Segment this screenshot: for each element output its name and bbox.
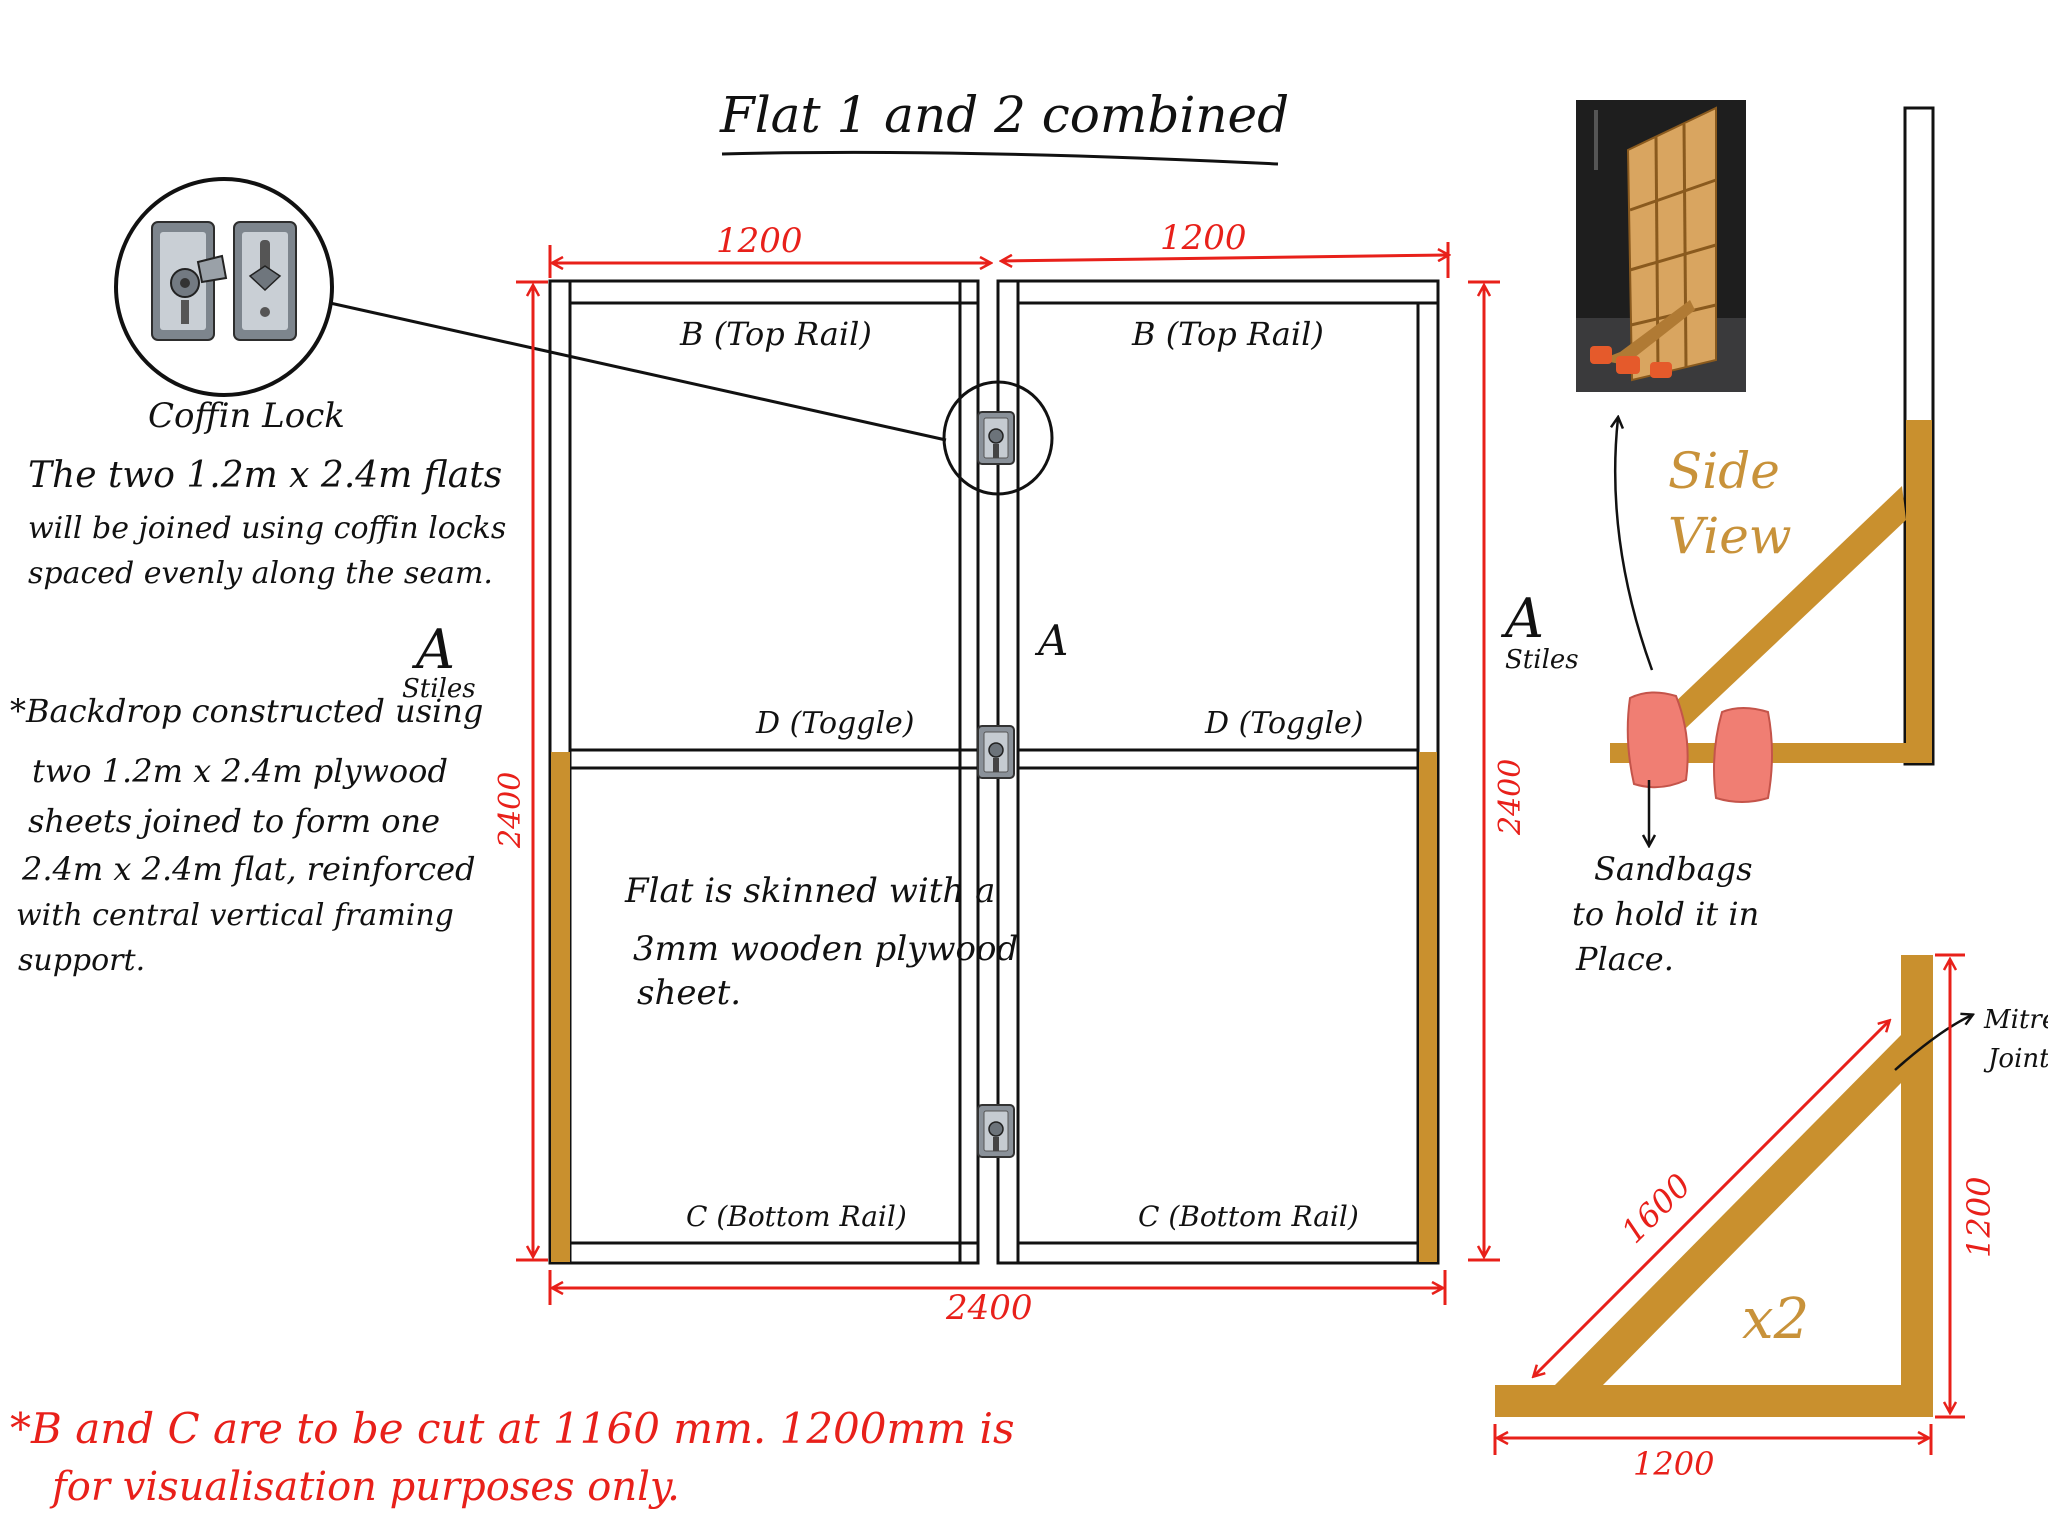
photo-sandbag-1 — [1590, 346, 1612, 364]
brace-quantity: x2 — [1742, 1287, 1809, 1352]
skin-note-line-3: sheet. — [637, 973, 741, 1013]
mitre-label-line-1: Mitre — [1983, 1005, 2048, 1035]
front-dimensions: 1200 1200 2400 2400 2400 — [493, 218, 1528, 1328]
brace-base — [1495, 1385, 1933, 1417]
sandbag-note-line-3: Place. — [1575, 940, 1674, 978]
cut-note-line-1: *B and C are to be cut at 1160 mm. 1200m… — [10, 1404, 1015, 1453]
skin-note-line-1: Flat is skinned with a — [624, 871, 995, 911]
lock-highlight-circle — [942, 380, 1054, 496]
left-stile-timber — [551, 752, 570, 1262]
right-flat — [996, 279, 1440, 1265]
left-stile-word: Stiles — [402, 674, 476, 704]
brace-diagonal — [1554, 1034, 1902, 1386]
join-note-line-3: spaced evenly along the seam. — [28, 556, 493, 591]
cut-note: *B and C are to be cut at 1160 mm. 1200m… — [10, 1404, 1015, 1510]
join-note: The two 1.2m x 2.4m flats will be joined… — [28, 455, 506, 591]
title-underline — [721, 150, 1279, 166]
backdrop-note-line-1: *Backdrop constructed using — [10, 692, 483, 730]
lock-leader-line — [329, 301, 947, 442]
dim-left-value: 2400 — [493, 772, 528, 849]
coffin-lock-icon — [151, 221, 297, 341]
page-title: Flat 1 and 2 combined — [719, 86, 1289, 144]
dim-top-right-line — [1002, 255, 1448, 261]
sandbag-note-line-2: to hold it in — [1572, 895, 1759, 933]
photo-arrow — [1615, 418, 1654, 671]
left-stile-letter: A — [411, 618, 455, 681]
side-view-diagonal — [1630, 486, 1906, 745]
side-view-label-line-2: View — [1668, 507, 1792, 565]
sandbag-1 — [1626, 691, 1689, 789]
backdrop-note-line-6: support. — [18, 943, 145, 978]
dim-top-right-value: 1200 — [1160, 218, 1247, 258]
photo-flat — [1626, 106, 1717, 382]
toggle-left-label: D (Toggle) — [755, 706, 915, 741]
left-flat — [548, 279, 980, 1265]
front-view: B (Top Rail) B (Top Rail) D (Toggle) D (… — [329, 279, 1440, 1265]
photo-brace — [1600, 300, 1695, 365]
toggle-right-label: D (Toggle) — [1204, 706, 1364, 741]
backdrop-note-line-4: 2.4m x 2.4m flat, reinforced — [21, 850, 475, 888]
coffin-lock-circle — [114, 177, 334, 397]
join-note-line-2: will be joined using coffin locks — [28, 511, 506, 546]
mitre-pointer — [1894, 1015, 1972, 1071]
backdrop-note-line-3: sheets joined to form one — [28, 802, 440, 840]
coffin-lock-detail: Coffin Lock — [114, 177, 345, 436]
cut-note-line-2: for visualisation purposes only. — [49, 1464, 680, 1510]
backdrop-note: *Backdrop constructed using two 1.2m x 2… — [10, 692, 483, 978]
sandbag-note-line-1: Sandbags — [1594, 850, 1753, 888]
photo-sandbag-3 — [1650, 362, 1672, 378]
bottom-rail-left-label: C (Bottom Rail) — [686, 1200, 907, 1233]
right-flat-outer — [996, 279, 1440, 1265]
photo-light-left — [1594, 110, 1598, 170]
photo-sandbag-2 — [1616, 356, 1640, 374]
bottom-rail-right-label: C (Bottom Rail) — [1138, 1200, 1359, 1233]
brace-dim-vertical-value: 1200 — [1960, 1177, 1998, 1258]
seam-lock-middle — [977, 725, 1015, 779]
right-stile-letter: A — [1500, 587, 1544, 650]
seam-lock-bottom — [977, 1104, 1015, 1158]
dim-top-left-value: 1200 — [716, 221, 803, 261]
top-rail-left-label: B (Top Rail) — [679, 315, 872, 353]
side-view-flat-timber — [1906, 420, 1932, 763]
sandbag-2 — [1713, 707, 1773, 803]
dim-bottom-value: 2400 — [945, 1288, 1033, 1328]
left-flat-outer — [548, 279, 980, 1265]
brace-dim-diagonal-line — [1534, 1021, 1889, 1376]
mitre-label-line-2: Joint — [1983, 1044, 2048, 1074]
backdrop-note-line-2: two 1.2m x 2.4m plywood — [32, 752, 448, 790]
brace-vertical — [1901, 955, 1933, 1417]
backdrop-photo — [1576, 100, 1746, 392]
brace-dim-diagonal-value: 1600 — [1614, 1166, 1698, 1250]
coffin-lock-label: Coffin Lock — [148, 396, 345, 436]
top-rail-right-label: B (Top Rail) — [1131, 315, 1324, 353]
backdrop-note-line-5: with central vertical framing — [16, 898, 454, 933]
seam-lock-top — [977, 411, 1015, 465]
side-view-label-line-1: Side — [1668, 442, 1780, 500]
right-stile-timber — [1419, 752, 1437, 1262]
join-note-line-1: The two 1.2m x 2.4m flats — [28, 455, 502, 496]
brace-dim-horizontal-value: 1200 — [1633, 1445, 1714, 1483]
dim-right-value: 2400 — [1493, 759, 1528, 836]
side-view: Side View Sandbags to hold it in Place. — [1572, 106, 1935, 978]
skin-note-line-2: 3mm wooden plywood — [633, 929, 1018, 969]
center-stile-label: A — [1034, 616, 1068, 665]
right-stile-word: Stiles — [1505, 645, 1579, 675]
brace-detail: Mitre Joint 1600 1200 1200 x2 — [1493, 953, 2048, 1483]
